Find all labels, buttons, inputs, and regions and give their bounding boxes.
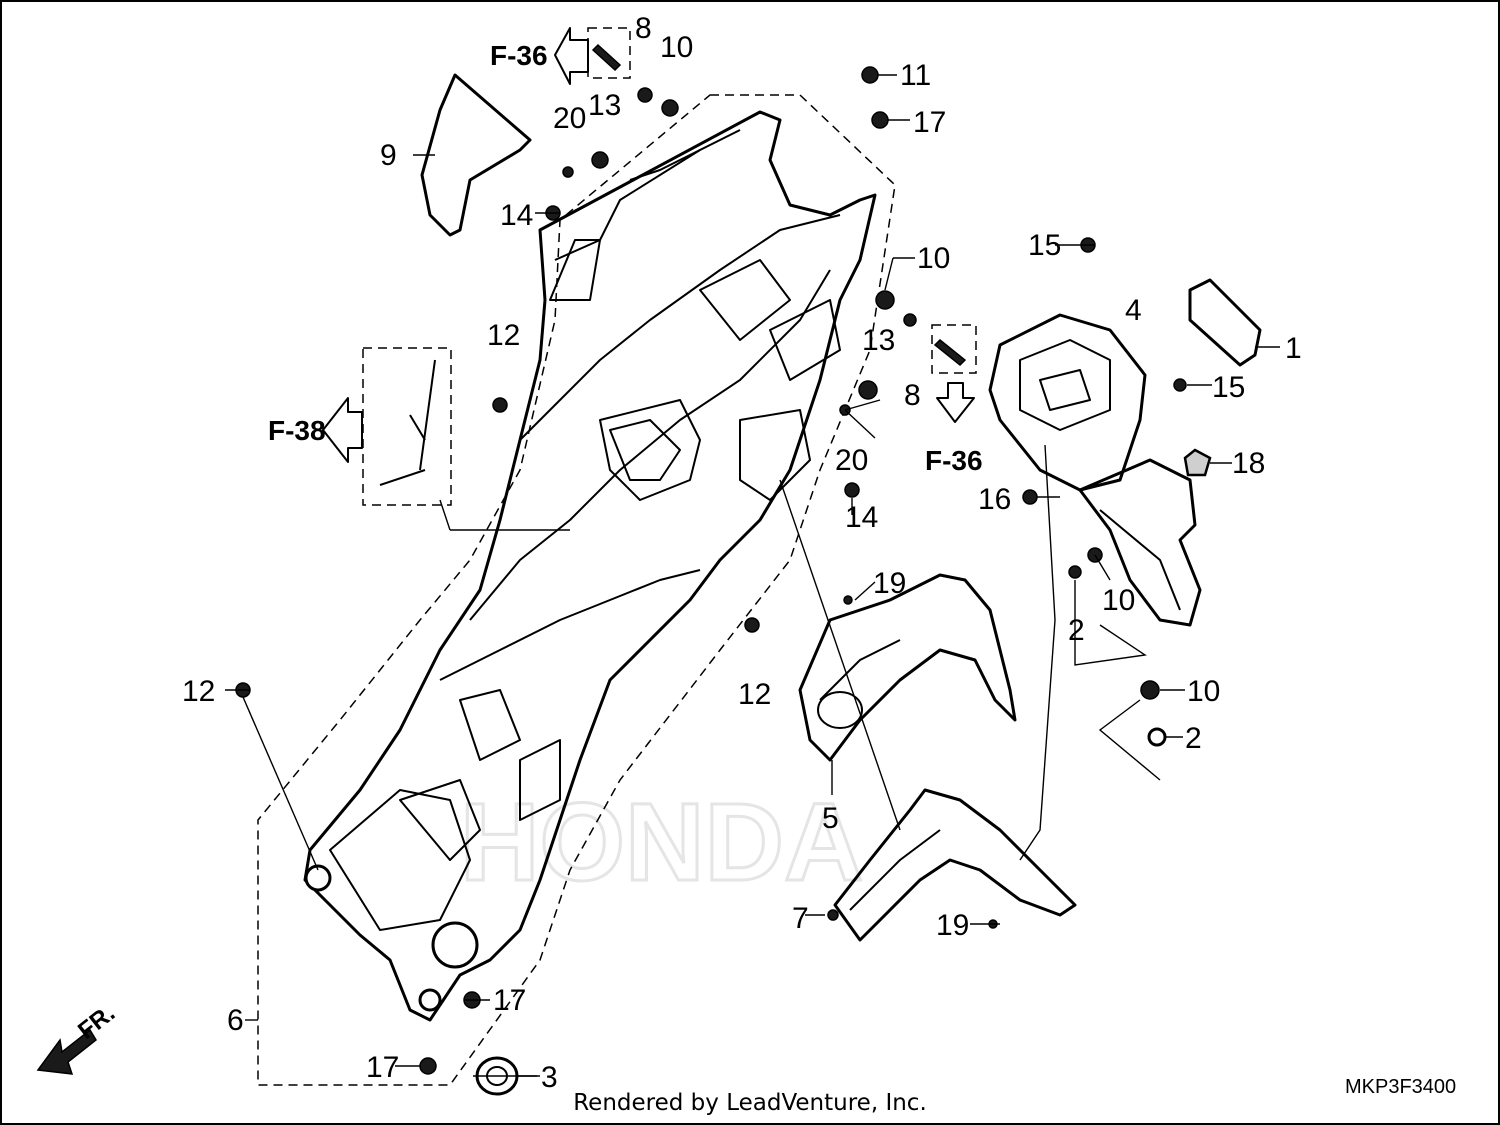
callout-16: 16 xyxy=(978,483,1011,516)
callout-2: 2 xyxy=(1068,614,1085,647)
license-bracket-part-4 xyxy=(988,313,1202,627)
bracket-part-5 xyxy=(798,573,1017,762)
callout-15: 15 xyxy=(1028,229,1061,262)
ref-arrow-f38: F-38 xyxy=(268,397,363,463)
callout-2: 2 xyxy=(1185,722,1202,755)
callout-1: 1 xyxy=(1285,332,1302,365)
callout-14: 14 xyxy=(500,199,533,232)
render-credit: Rendered by LeadVenture, Inc. xyxy=(573,1090,927,1116)
callout-10: 10 xyxy=(660,31,693,64)
watermark: HONDA xyxy=(460,781,863,904)
license-light-part-1 xyxy=(1188,278,1262,367)
callout-9: 9 xyxy=(380,139,397,172)
svg-text:F-36: F-36 xyxy=(490,40,548,71)
callout-12: 12 xyxy=(487,319,520,352)
callout-17: 17 xyxy=(366,1051,399,1084)
leader-lines xyxy=(225,74,1280,1077)
reflector-part-18 xyxy=(1183,448,1212,477)
bracket-part-7 xyxy=(833,788,1077,942)
svg-text:F-36: F-36 xyxy=(925,445,983,476)
side-cover-part-9 xyxy=(420,73,532,237)
callout-19: 19 xyxy=(873,567,906,600)
callout-18: 18 xyxy=(1232,447,1265,480)
callout-14: 14 xyxy=(845,501,878,534)
callout-20: 20 xyxy=(553,102,586,135)
callout-19: 19 xyxy=(936,909,969,942)
ref-arrow-f36-right: F-36 xyxy=(925,382,983,476)
callout-5: 5 xyxy=(822,802,839,835)
front-direction-arrow: FR. xyxy=(36,1000,120,1075)
callout-6: 6 xyxy=(227,1004,244,1037)
callout-15: 15 xyxy=(1212,371,1245,404)
assembly-outline-6 xyxy=(257,94,896,1086)
callout-17: 17 xyxy=(913,106,946,139)
ref-arrow-f36-top: F-36 xyxy=(490,27,589,85)
rod-f38 xyxy=(379,359,436,486)
callout-10: 10 xyxy=(1187,675,1220,708)
callout-7: 7 xyxy=(792,902,809,935)
callout-12: 12 xyxy=(738,678,771,711)
callout-11: 11 xyxy=(900,59,931,92)
rear-fender-part-6 xyxy=(303,110,877,1022)
callout-13: 13 xyxy=(588,89,621,122)
svg-text:F-38: F-38 xyxy=(268,415,326,446)
callout-4: 4 xyxy=(1125,294,1142,327)
callout-12: 12 xyxy=(182,675,215,708)
callout-labels: 1 2 2 3 4 5 6 7 8 8 9 10 10 10 10 11 12 … xyxy=(182,12,1302,1094)
callout-10: 10 xyxy=(1102,584,1135,617)
callout-8: 8 xyxy=(904,379,921,412)
callout-3: 3 xyxy=(541,1061,558,1094)
diagram-code: MKP3F3400 xyxy=(1345,1076,1456,1098)
callout-10: 10 xyxy=(917,242,950,275)
ref-box-left xyxy=(362,347,452,506)
fasteners xyxy=(235,43,1187,1075)
callout-17: 17 xyxy=(493,984,526,1017)
ref-box-top xyxy=(587,27,631,79)
callout-13: 13 xyxy=(862,324,895,357)
ref-box-right xyxy=(931,324,977,374)
callout-20: 20 xyxy=(835,444,868,477)
callout-8: 8 xyxy=(635,12,652,45)
